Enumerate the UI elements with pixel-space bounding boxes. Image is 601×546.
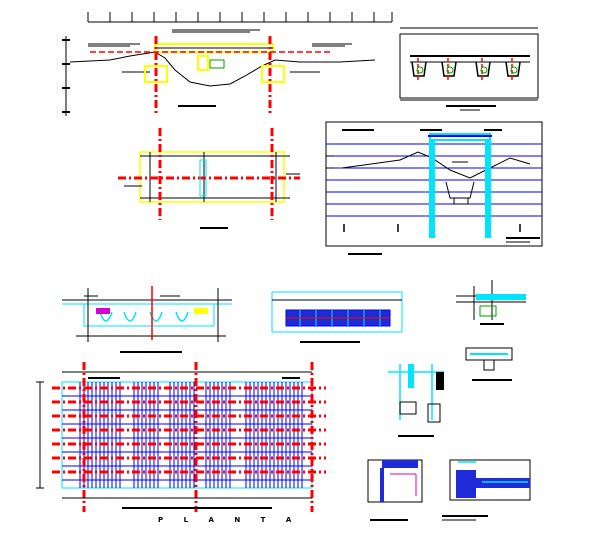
section-detail-left	[62, 286, 232, 353]
deck-plan-small	[118, 128, 300, 229]
longitudinal-profile	[325, 121, 543, 255]
bearing-detail	[388, 364, 444, 437]
main-plan-planta	[36, 362, 326, 512]
section-detail-right	[271, 291, 403, 343]
cross-section	[399, 27, 539, 111]
abutment-detail	[367, 459, 423, 521]
longitudinal-elevation	[62, 12, 393, 116]
plan-view-title: P L A N T A	[158, 516, 301, 524]
joint-details	[456, 280, 526, 381]
deck-edge-detail	[442, 459, 531, 521]
